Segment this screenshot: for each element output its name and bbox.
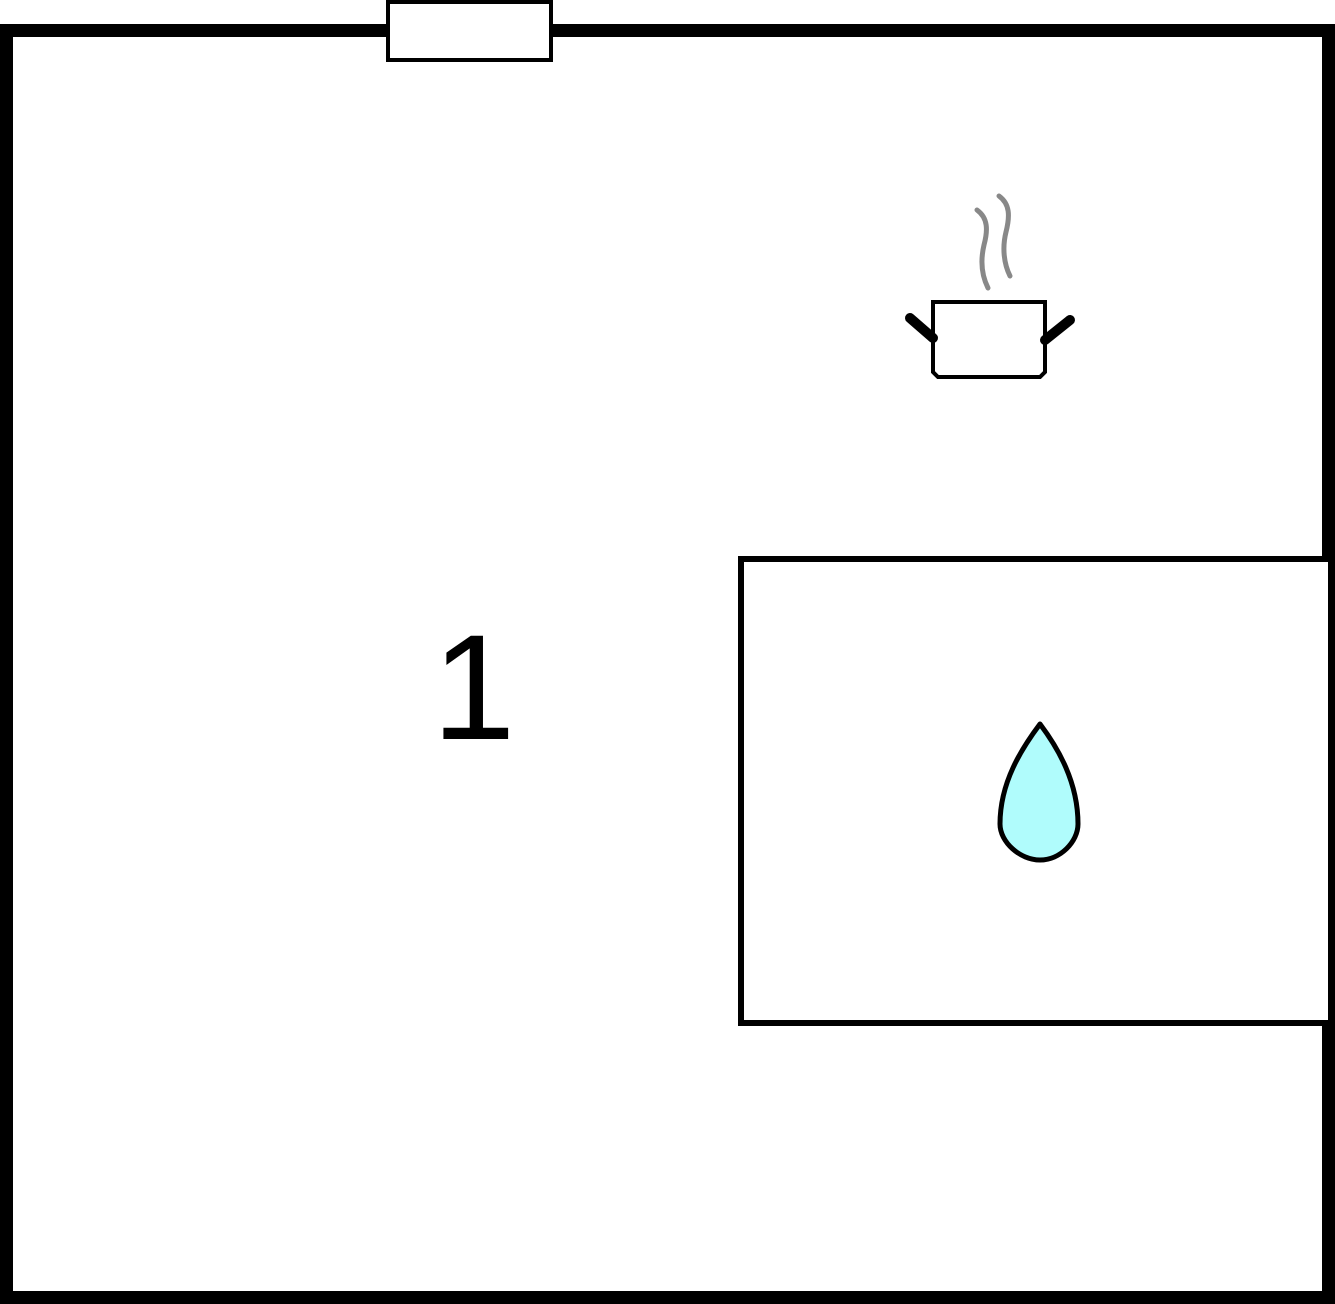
room-number-label: 1 xyxy=(432,603,516,771)
steam-icon xyxy=(996,193,1013,279)
water-drop-icon xyxy=(997,721,1081,863)
steam-icon xyxy=(974,207,991,291)
cooking-pot-icon xyxy=(905,193,1075,379)
window-icon xyxy=(386,0,553,62)
